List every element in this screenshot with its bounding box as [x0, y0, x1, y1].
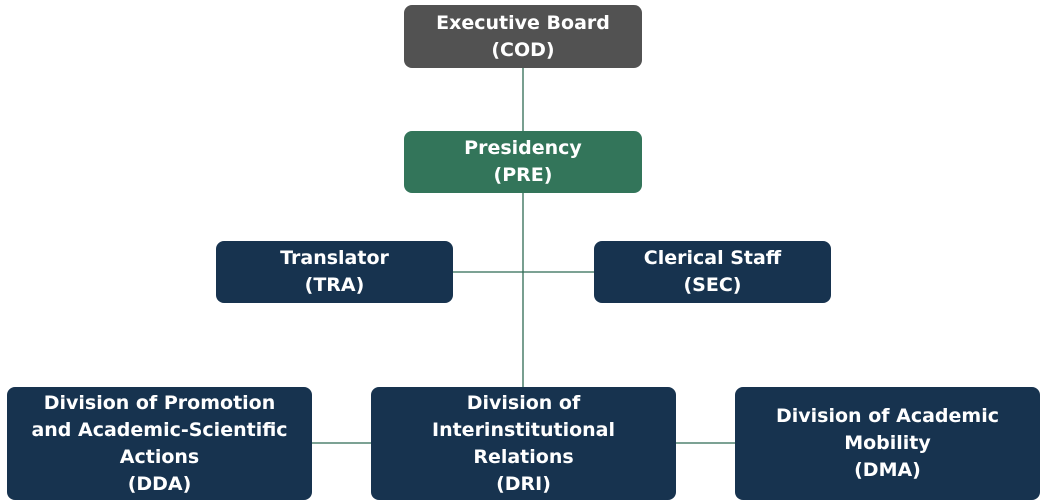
node-title-line: Division of Academic	[776, 405, 999, 427]
node-code: (DMA)	[854, 459, 921, 481]
node-title: Translator	[280, 247, 389, 269]
node-title-line: Division of	[466, 391, 581, 414]
node-title-line: Division of Promotion	[43, 391, 276, 414]
node-code: (PRE)	[493, 164, 553, 186]
node-division-mobility: Division of Academic Mobility (DMA)	[735, 387, 1040, 500]
node-title-line: Mobility	[844, 432, 931, 454]
node-clerical-staff: Clerical Staff (SEC)	[594, 241, 831, 303]
node-translator: Translator (TRA)	[216, 241, 453, 303]
node-title-line: Interinstitutional	[432, 418, 615, 441]
node-title: Executive Board	[436, 11, 610, 34]
node-title: Presidency	[464, 137, 582, 159]
node-title-line: and Academic-Scientific	[31, 418, 288, 441]
node-code: (TRA)	[304, 274, 365, 296]
node-division-interinstitutional: Division of Interinstitutional Relations…	[371, 387, 676, 500]
node-title-line: Relations	[473, 445, 574, 468]
node-code: (DDA)	[127, 472, 192, 495]
node-title-line: Actions	[119, 445, 200, 468]
node-title: Clerical Staff	[643, 247, 782, 269]
node-executive-board: Executive Board (COD)	[404, 5, 642, 68]
node-code: (SEC)	[683, 274, 742, 296]
node-code: (DRI)	[496, 472, 551, 495]
node-code: (COD)	[491, 38, 555, 61]
node-presidency: Presidency (PRE)	[404, 131, 642, 193]
node-division-promotion: Division of Promotion and Academic-Scien…	[7, 387, 312, 500]
